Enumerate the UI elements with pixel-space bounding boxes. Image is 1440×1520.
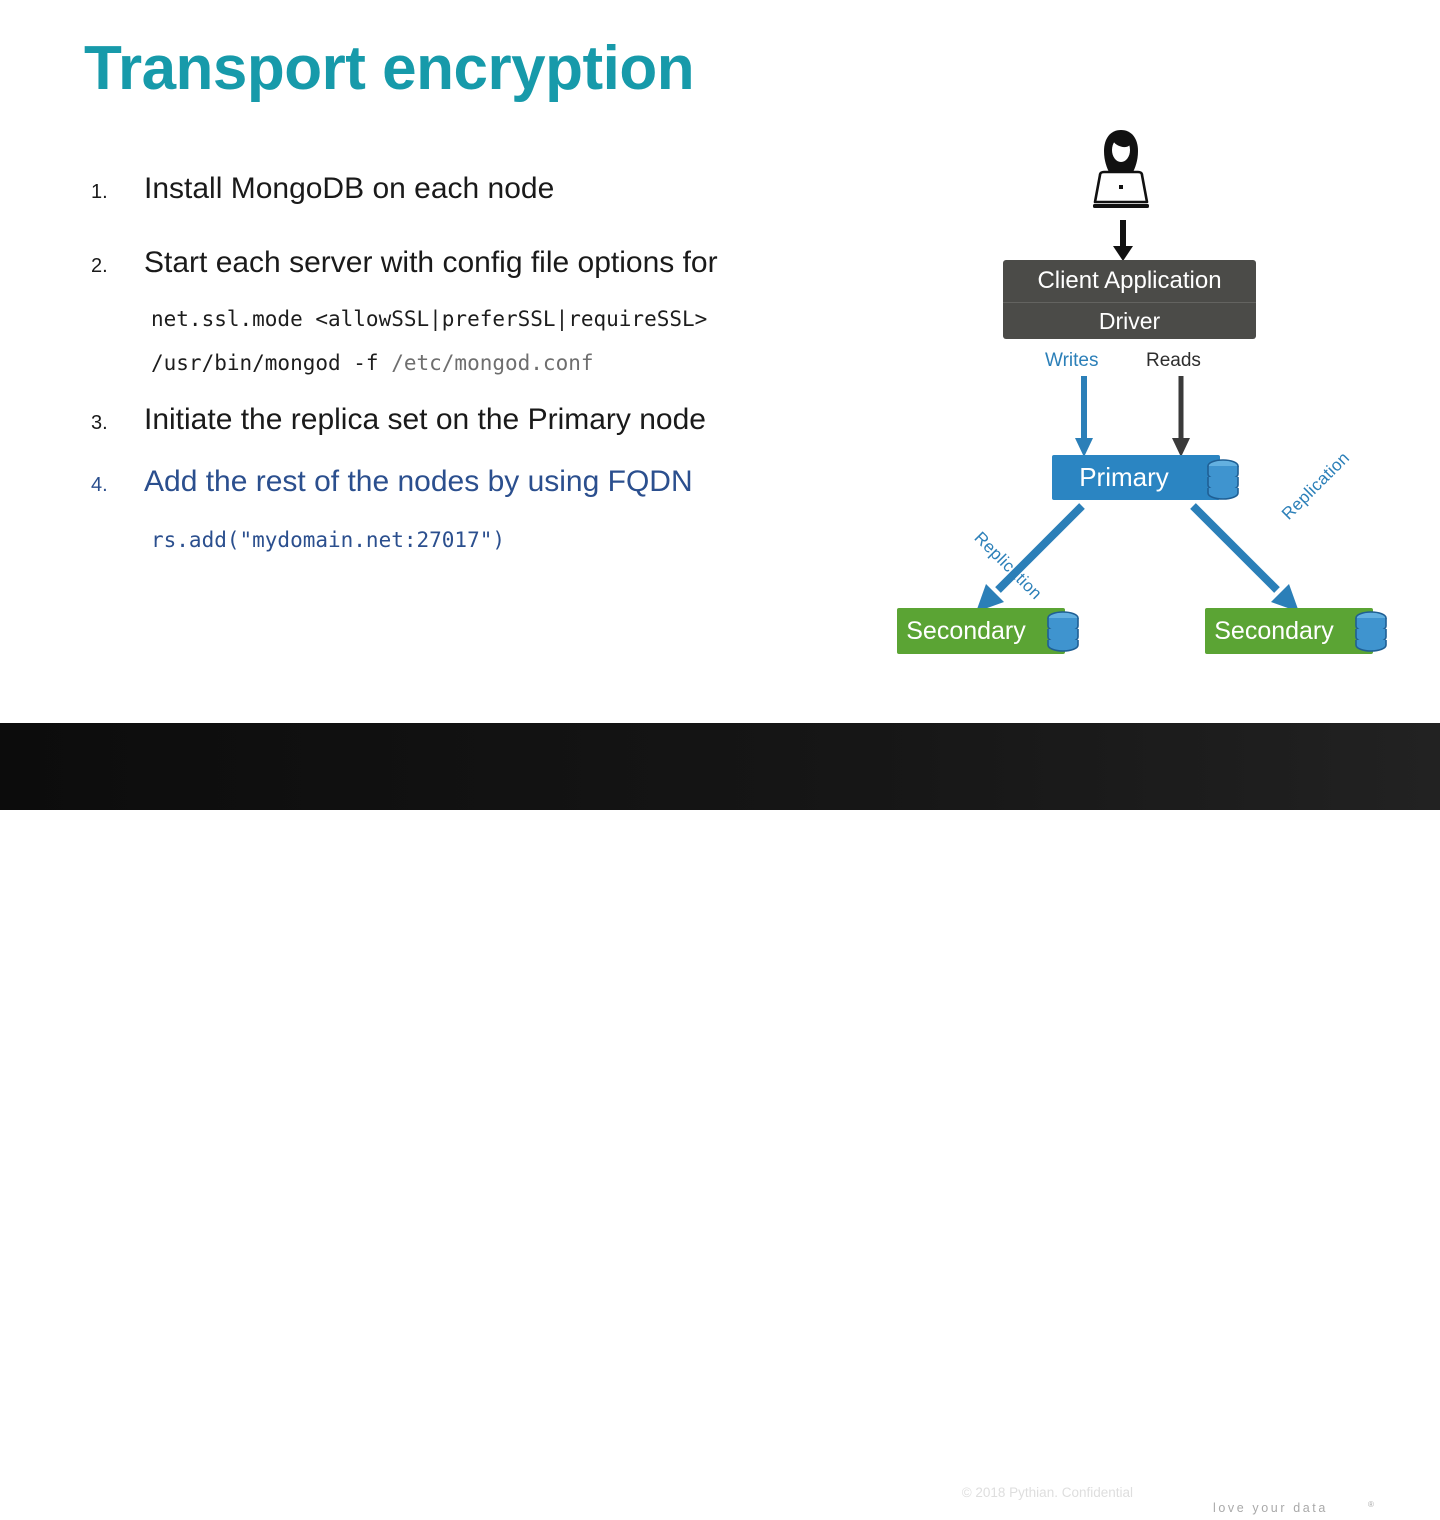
database-icon xyxy=(1355,611,1387,652)
arrow-user-to-client xyxy=(1113,220,1133,261)
logo-dot xyxy=(1355,1497,1362,1504)
database-icon xyxy=(1047,611,1079,652)
client-application-box: Client Application xyxy=(1003,260,1256,303)
replication-arrow-left xyxy=(976,503,1085,612)
secondary-node-box-right: Secondary xyxy=(1205,608,1373,654)
replication-arrow-right xyxy=(1190,503,1299,612)
replication-label-right: Replication xyxy=(1278,448,1354,524)
driver-box: Driver xyxy=(1003,303,1256,339)
replica-set-diagram: Client Application Driver Writes Reads P… xyxy=(880,118,1400,688)
code-line-mongod-command: /usr/bin/mongod -f /etc/mongod.conf xyxy=(151,351,914,375)
logo-tagline: love your data xyxy=(1213,1501,1328,1515)
list-item-label: Start each server with config file optio… xyxy=(144,245,718,279)
writes-label: Writes xyxy=(1045,350,1099,371)
steps-list: 1. Install MongoDB on each node 2. Start… xyxy=(84,170,914,552)
list-item: 2. Start each server with config file op… xyxy=(84,244,914,282)
copyright-text: © 2018 Pythian. Confidential xyxy=(961,1485,1133,1500)
list-item: 1. Install MongoDB on each node xyxy=(84,170,914,208)
list-item-number: 4. xyxy=(91,473,108,496)
person-at-laptop-icon xyxy=(1093,130,1149,208)
list-item-label: Add the rest of the nodes by using FQDN xyxy=(144,464,693,498)
client-application-label: Client Application xyxy=(1037,267,1222,294)
reads-label: Reads xyxy=(1146,350,1201,371)
secondary-label: Secondary xyxy=(1214,616,1334,645)
list-item-number: 1. xyxy=(91,181,108,203)
code-line-rs-add: rs.add("mydomain.net:27017") xyxy=(151,528,506,552)
slide-footer: © 2018 Pythian. Confidential Pythian lov… xyxy=(0,723,1440,1515)
logo-registered-mark: ® xyxy=(1368,1500,1374,1509)
secondary-label: Secondary xyxy=(906,616,1026,645)
database-icon xyxy=(1207,459,1239,500)
list-item-label: Initiate the replica set on the Primary … xyxy=(144,403,706,436)
list-item-number: 2. xyxy=(91,254,108,277)
reads-arrow xyxy=(1172,376,1190,457)
primary-node-box: Primary xyxy=(1052,455,1220,500)
list-item: 3. Initiate the replica set on the Prima… xyxy=(84,401,914,439)
secondary-node-box-left: Secondary xyxy=(897,608,1065,654)
writes-arrow xyxy=(1075,376,1093,457)
pythian-logo: Pythian love your data ® xyxy=(1163,1464,1388,1520)
page-title: Transport encryption xyxy=(84,34,695,103)
list-item-label: Install MongoDB on each node xyxy=(144,172,555,205)
code-line-ssl-mode: net.ssl.mode <allowSSL|preferSSL|require… xyxy=(151,307,708,331)
code-config-path: /etc/mongod.conf xyxy=(391,351,594,375)
list-item: 4. Add the rest of the nodes by using FQ… xyxy=(84,463,914,501)
primary-label: Primary xyxy=(1079,462,1169,492)
code-command: /usr/bin/mongod -f xyxy=(151,351,392,375)
list-item-number: 3. xyxy=(91,412,108,434)
driver-label: Driver xyxy=(1098,307,1161,334)
